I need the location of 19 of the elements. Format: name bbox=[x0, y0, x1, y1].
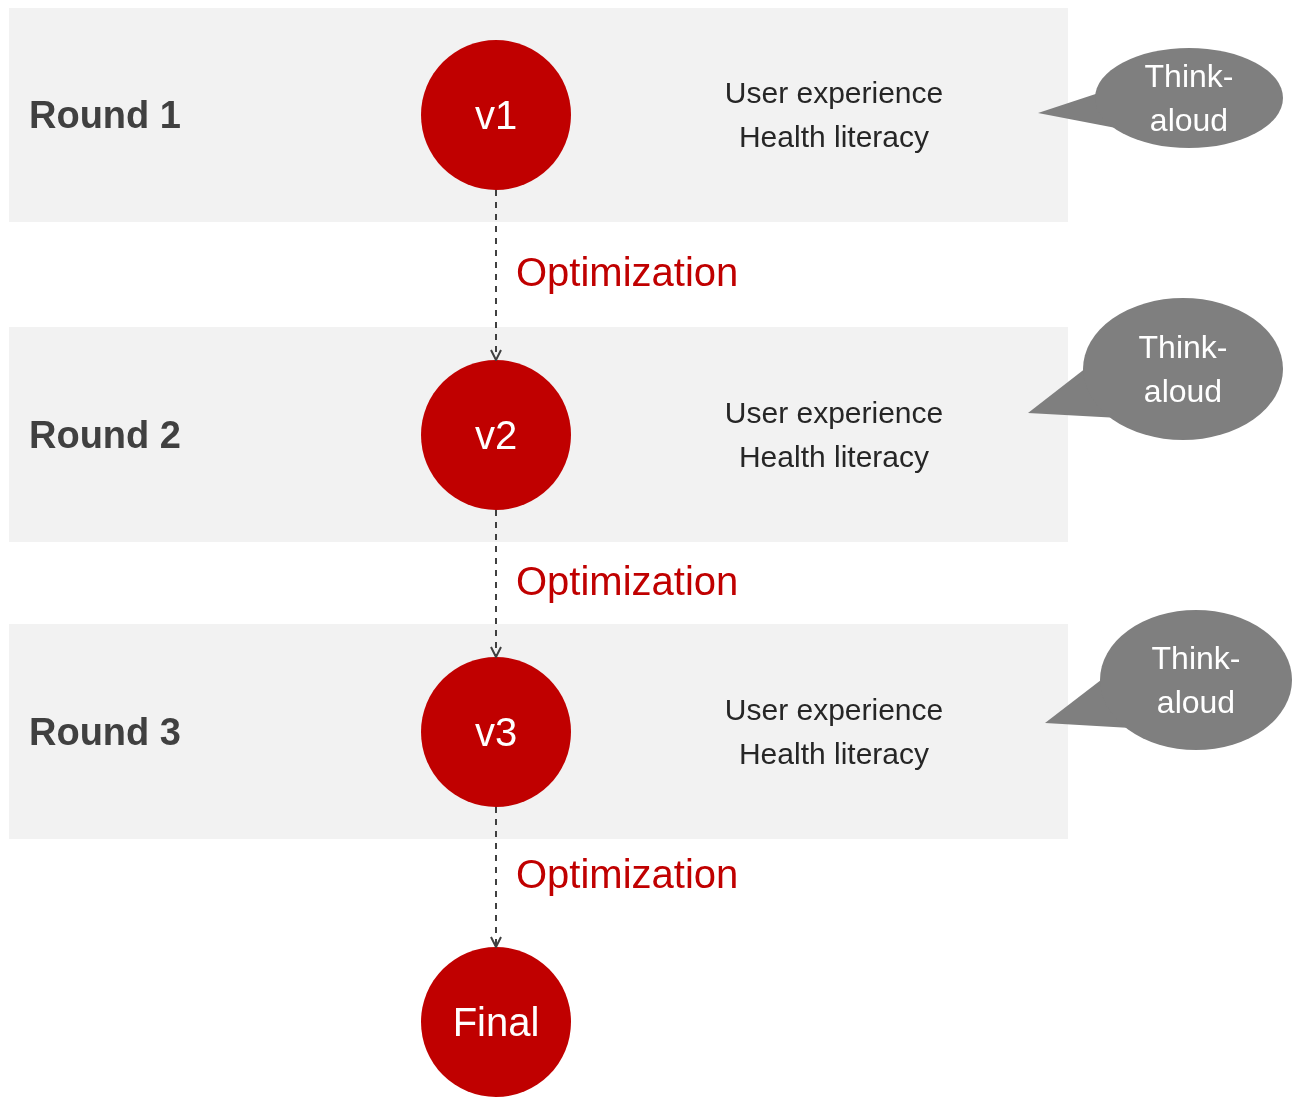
version-label: v1 bbox=[474, 92, 518, 138]
dashed-arrow bbox=[490, 189, 502, 361]
version-label: v2 bbox=[474, 412, 518, 458]
criteria-text: User experience Health literacy bbox=[723, 75, 945, 155]
dashed-arrow bbox=[490, 509, 502, 658]
round-band bbox=[9, 327, 1068, 542]
criteria-text: User experience Health literacy bbox=[723, 691, 945, 772]
version-label: Final bbox=[452, 999, 540, 1045]
round-band bbox=[9, 624, 1068, 839]
dashed-arrow bbox=[490, 806, 502, 948]
version-label: v3 bbox=[474, 709, 518, 755]
round-band bbox=[9, 8, 1068, 222]
bubble-text: Think- aloud bbox=[1143, 57, 1235, 140]
round-label: Round 3 bbox=[29, 710, 181, 753]
round-label: Round 1 bbox=[29, 93, 181, 137]
bubble-text: Think- aloud bbox=[1137, 328, 1229, 411]
criteria-text: User experience Health literacy bbox=[723, 394, 945, 475]
round-label: Round 2 bbox=[29, 413, 181, 456]
bubble-text: Think- aloud bbox=[1150, 639, 1242, 722]
